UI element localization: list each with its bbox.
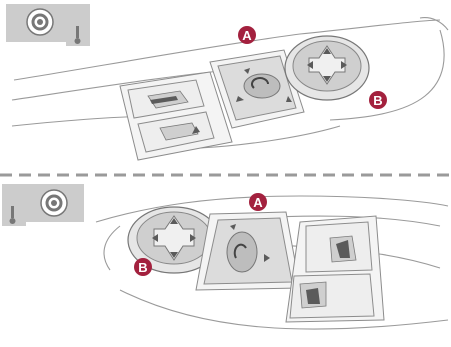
callout-b-top-label: B [373,93,382,108]
callout-a-bottom: A [249,193,267,211]
window-switch-panel [286,216,384,322]
callout-b-top: B [369,91,387,109]
bottom-panel-view: A B [2,184,448,329]
callout-b-bottom: B [134,258,152,276]
steering-wheel-rhd-icon [2,184,84,226]
mirror-selector-switch [196,212,300,290]
callout-a-bottom-label: A [253,195,263,210]
mirror-adjustment-control [285,36,369,100]
callout-a-top-label: A [242,28,252,43]
top-panel-view: A B [6,4,448,160]
callout-a-top: A [238,26,256,44]
callout-b-bottom-label: B [138,260,147,275]
steering-wheel-lhd-icon [6,4,90,46]
